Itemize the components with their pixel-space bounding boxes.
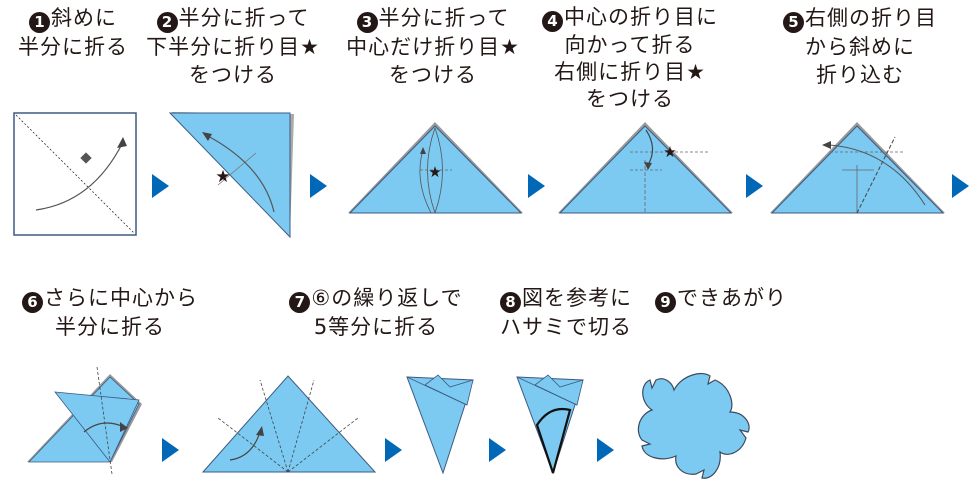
step-number-badge: 7 [289, 292, 311, 313]
step-9-sakura-flower [637, 372, 750, 479]
step-8-diagram [516, 374, 584, 475]
cut-line [535, 407, 572, 474]
step-5-diagram [770, 122, 945, 214]
step-number-badge: 1 [29, 12, 50, 33]
step-4-diagram: ★ [558, 122, 733, 214]
crease-star-icon: ★ [428, 163, 441, 181]
next-step-arrow-icon [162, 438, 179, 462]
next-step-arrow-icon [952, 174, 969, 198]
next-step-arrow-icon [746, 174, 763, 198]
step-number-badge: 2 [156, 12, 178, 33]
step-1-diagram [13, 112, 137, 236]
step-number-badge: 8 [500, 292, 521, 313]
step-number-badge: 3 [356, 12, 378, 33]
next-step-arrow-icon [385, 438, 402, 462]
next-step-arrow-icon [597, 438, 614, 462]
next-step-arrow-icon [310, 174, 327, 198]
step-number-badge: 9 [655, 292, 676, 313]
step-3-diagram: ★ [348, 122, 523, 214]
step-number-badge: 6 [22, 292, 43, 313]
step-6-diagram [27, 366, 142, 475]
next-step-arrow-icon [489, 438, 506, 462]
folded-cone-diagram [406, 374, 474, 475]
crease-star-icon: ★ [663, 143, 676, 161]
next-step-arrow-icon [528, 174, 545, 198]
next-step-arrow-icon [152, 174, 169, 198]
step-number-badge: 4 [542, 11, 563, 32]
crease-star-icon: ★ [215, 167, 230, 187]
step-2-diagram: ★ [168, 112, 294, 239]
step-7-diagram [201, 375, 377, 473]
step-number-badge: 5 [783, 12, 804, 33]
